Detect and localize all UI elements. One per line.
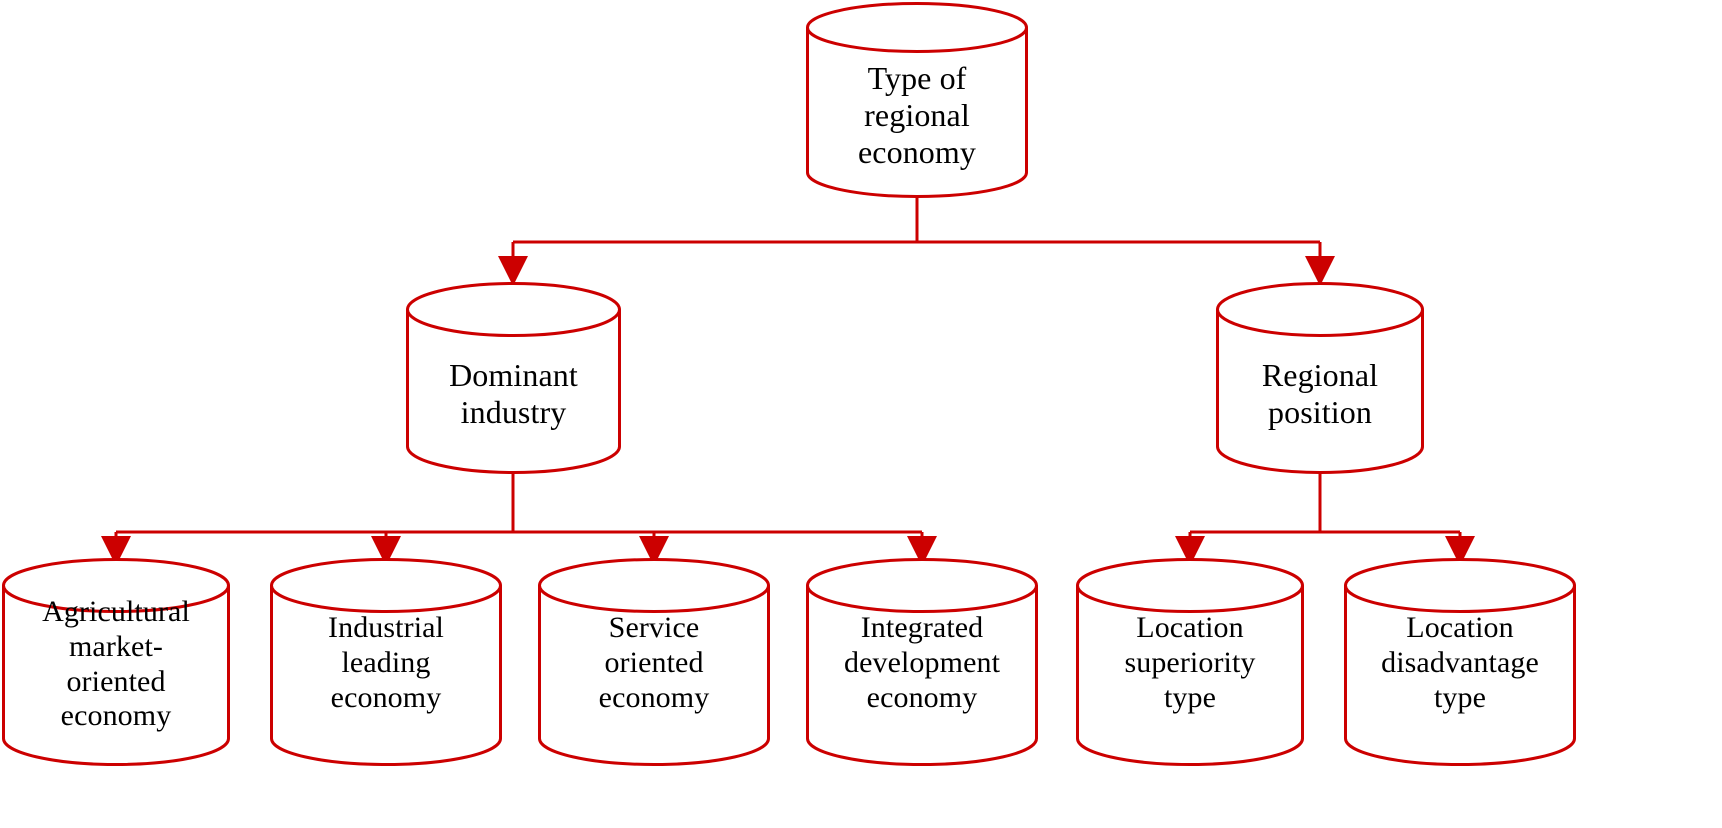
cylinder-shape <box>1076 558 1304 766</box>
node-root[interactable]: Type of regional economy <box>806 2 1028 198</box>
node-label-integrated-development-economy: Integrated development economy <box>843 611 1001 714</box>
node-dominant-industry[interactable]: Dominant industry <box>406 282 621 474</box>
node-label-root: Type of regional economy <box>858 60 976 171</box>
node-label-agricultural-market-oriented-economy: Agricultural market- oriented economy <box>42 595 190 733</box>
cylinder-shape <box>1344 558 1576 766</box>
node-label-industrial-leading-economy: Industrial leading economy <box>328 611 444 714</box>
cylinder-shape <box>1216 282 1424 474</box>
node-label-dominant-industry: Dominant industry <box>449 357 578 431</box>
node-industrial-leading-economy[interactable]: Industrial leading economy <box>270 558 502 766</box>
cylinder-shape <box>406 282 621 474</box>
cylinder-shape <box>806 558 1038 766</box>
node-location-superiority-type[interactable]: Location superiority type <box>1076 558 1304 766</box>
cylinder-shape <box>538 558 770 766</box>
cylinder-shape <box>270 558 502 766</box>
node-label-service-oriented-economy: Service oriented economy <box>598 611 710 714</box>
node-service-oriented-economy[interactable]: Service oriented economy <box>538 558 770 766</box>
node-label-location-disadvantage-type: Location disadvantage type <box>1381 611 1539 714</box>
node-integrated-development-economy[interactable]: Integrated development economy <box>806 558 1038 766</box>
cylinder-shape <box>2 558 230 766</box>
node-location-disadvantage-type[interactable]: Location disadvantage type <box>1344 558 1576 766</box>
node-label-regional-position: Regional position <box>1261 357 1379 431</box>
cylinder-shape <box>806 2 1028 198</box>
node-regional-position[interactable]: Regional position <box>1216 282 1424 474</box>
node-agricultural-market-oriented-economy[interactable]: Agricultural market- oriented economy <box>2 558 230 766</box>
node-label-location-superiority-type: Location superiority type <box>1124 611 1256 714</box>
